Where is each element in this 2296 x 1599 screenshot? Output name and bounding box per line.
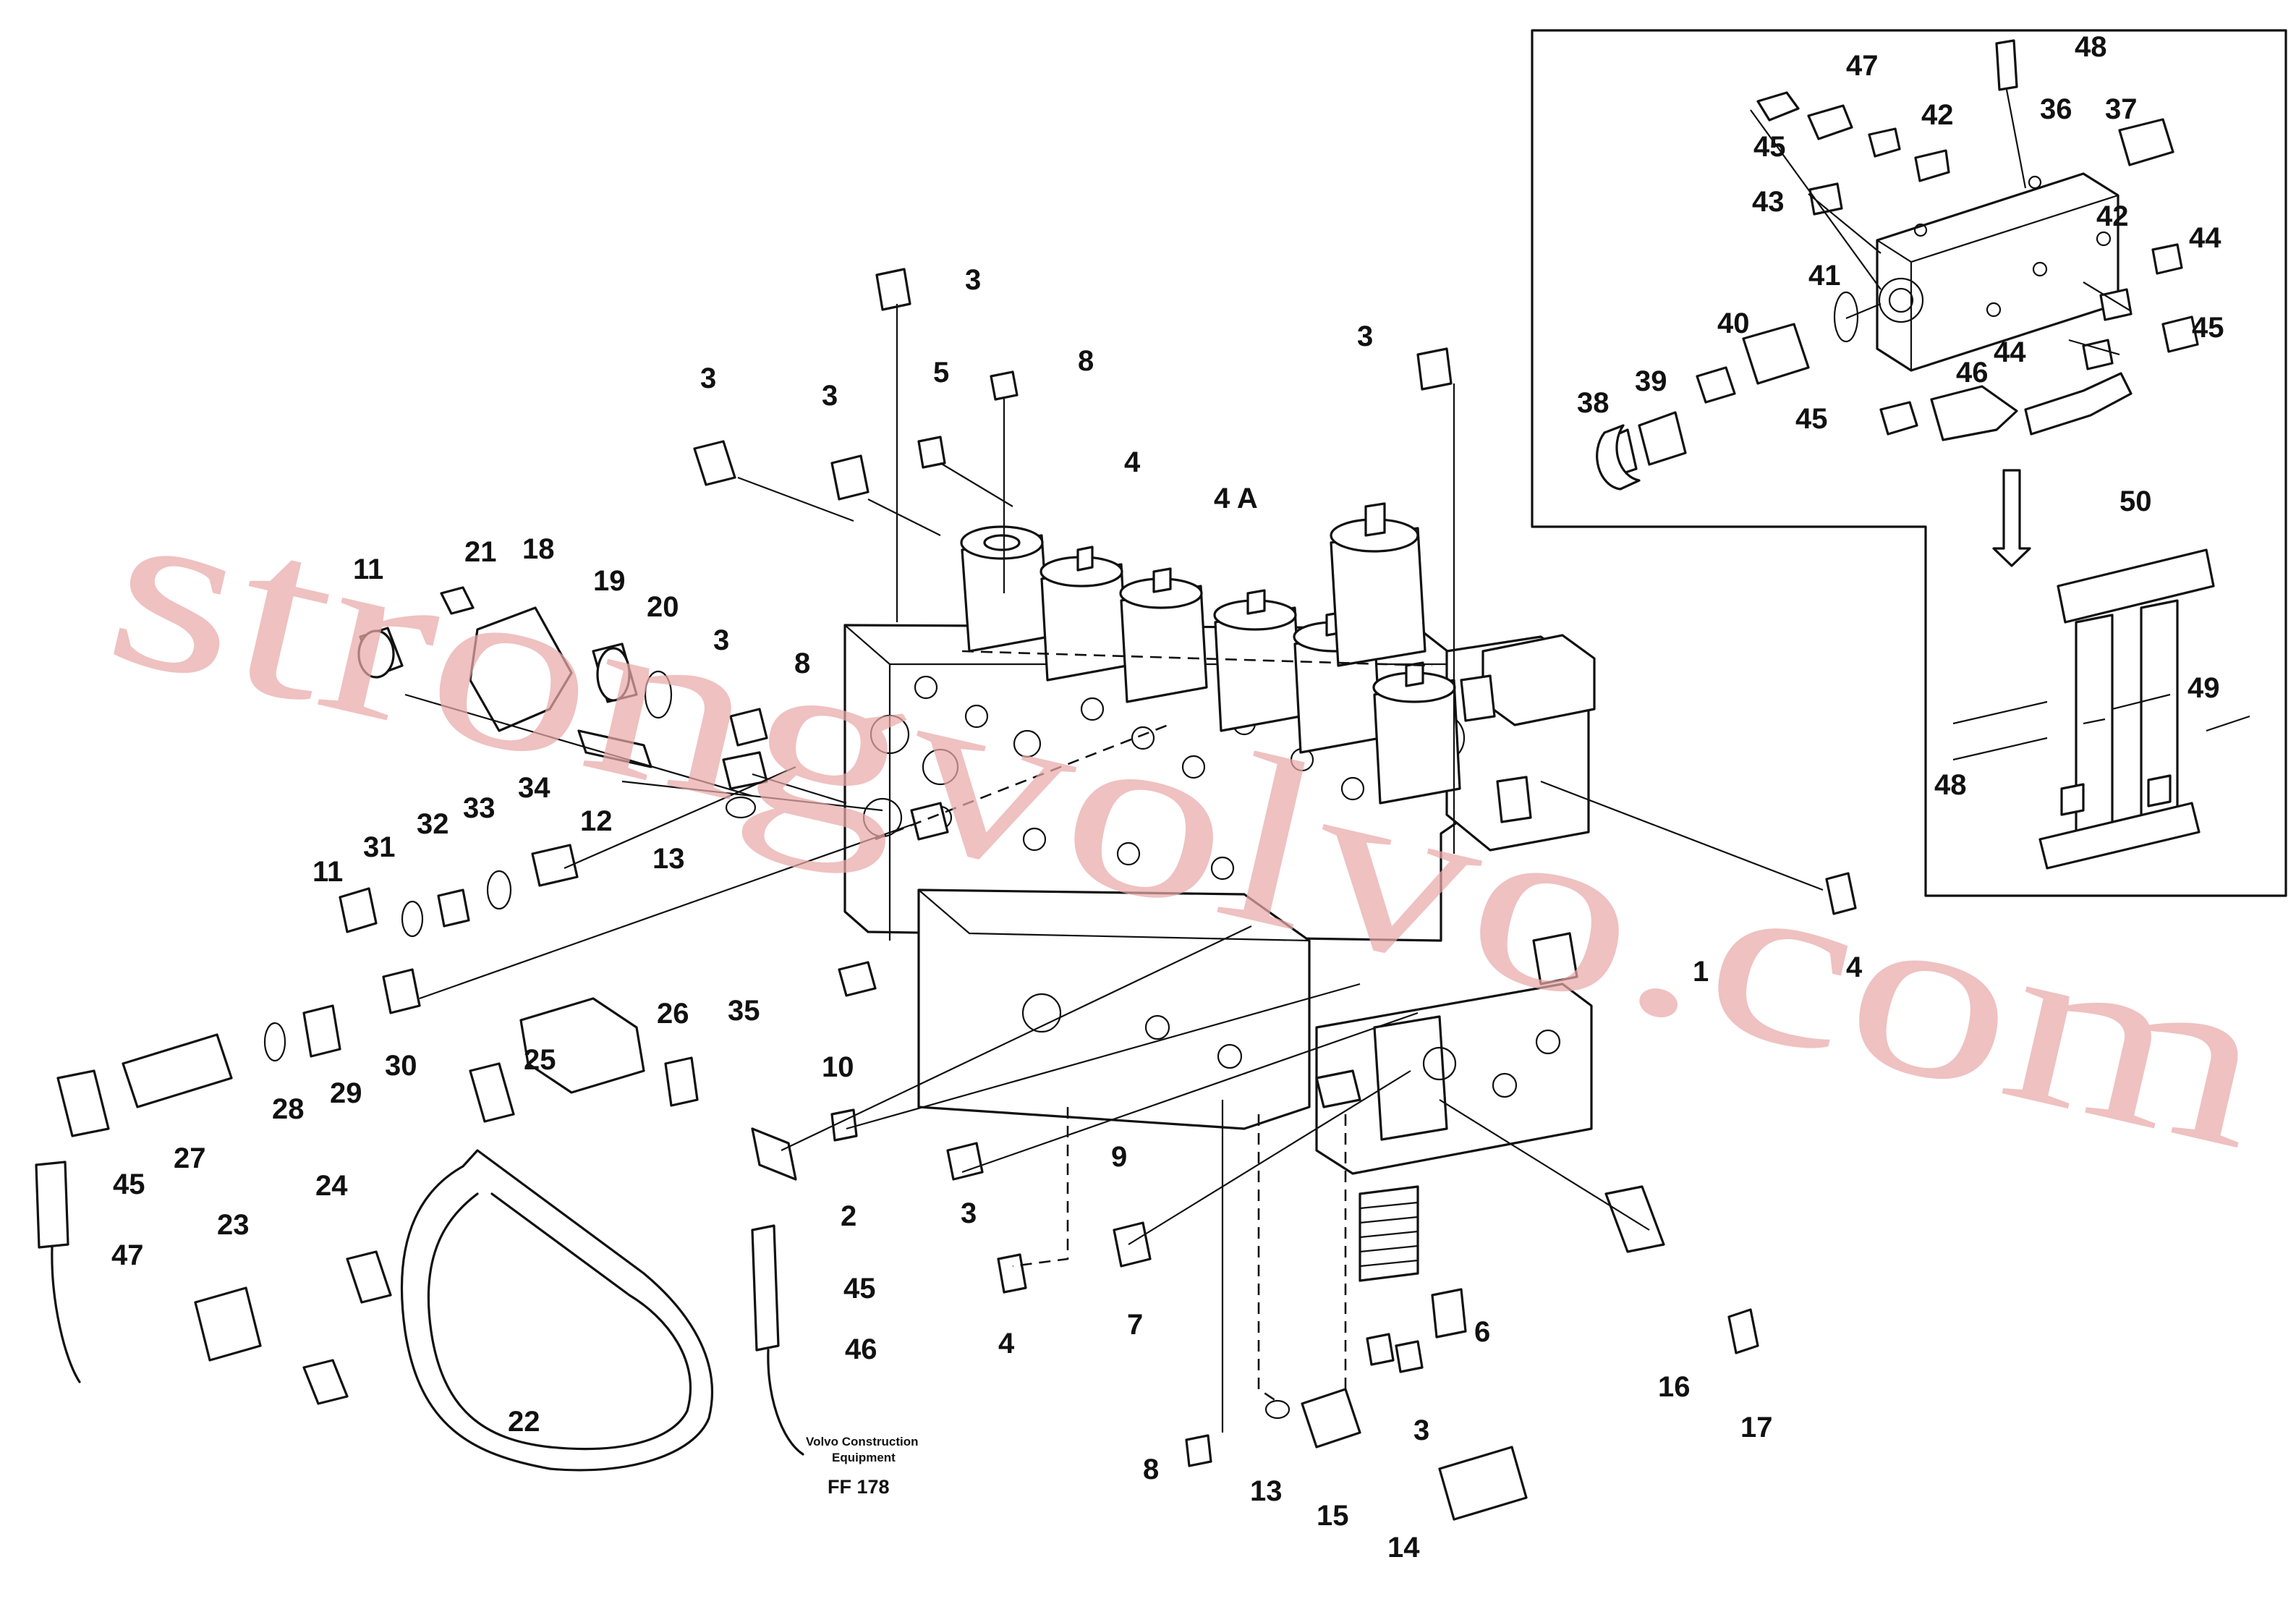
callout-30: 30 [385, 1050, 417, 1082]
callout-37: 37 [2105, 93, 2138, 125]
hose-curve-left [51, 1246, 81, 1383]
callout-15: 15 [1317, 1500, 1349, 1532]
callout-42: 42 [1921, 99, 1954, 131]
callout-18: 18 [522, 533, 555, 565]
inset-fittings [1596, 39, 2199, 491]
callout-3: 3 [961, 1197, 977, 1229]
callout-45: 45 [2192, 312, 2224, 344]
hose-curve-mid [767, 1349, 804, 1456]
callout-33: 33 [463, 792, 496, 824]
callout-27: 27 [174, 1142, 206, 1174]
callout-3: 3 [965, 264, 981, 296]
inset-leader-lines [1750, 89, 2132, 356]
callout-11: 11 [312, 856, 343, 888]
callout-45: 45 [113, 1168, 145, 1200]
callout-28: 28 [272, 1093, 305, 1125]
callout-44: 44 [1994, 336, 2026, 368]
callout-38: 38 [1577, 387, 1610, 419]
callout-35: 35 [728, 995, 760, 1027]
inset-arrow [1992, 469, 2031, 567]
bracket-leader-lines [1952, 700, 2250, 761]
callout-1: 1 [1693, 956, 1709, 988]
callout-21: 21 [464, 536, 497, 568]
callout-26: 26 [657, 998, 689, 1030]
callout-4A: 4 A [1214, 483, 1258, 514]
callout-45: 45 [843, 1273, 876, 1305]
callout-4: 4 [1846, 951, 1863, 983]
callout-39: 39 [1635, 365, 1667, 397]
leader-lines [404, 304, 1824, 1433]
callout-45: 45 [1795, 403, 1828, 435]
callout-3: 3 [1413, 1414, 1429, 1446]
right-parts [693, 268, 1857, 1521]
callout-labels: 1 2 3 3 3 3 3 3 3 4 4 4 4 A 5 6 7 8 8 8 … [111, 31, 2224, 1564]
callout-6: 6 [1474, 1316, 1490, 1348]
callout-25: 25 [524, 1044, 556, 1076]
callout-3: 3 [822, 380, 838, 412]
callout-29: 29 [330, 1077, 362, 1109]
left-assembly [35, 586, 877, 1405]
callout-40: 40 [1717, 308, 1750, 339]
valve-cartridges [960, 502, 1578, 985]
callout-20: 20 [647, 591, 679, 623]
publisher-line-2: Equipment [832, 1451, 896, 1464]
callout-46: 46 [845, 1333, 877, 1365]
callout-14: 14 [1387, 1532, 1420, 1564]
callout-17: 17 [1740, 1412, 1773, 1443]
figure-code: FF 178 [828, 1476, 890, 1498]
callout-8: 8 [1143, 1454, 1159, 1485]
callout-10: 10 [822, 1051, 854, 1083]
dashed-paths [875, 650, 1433, 1405]
callout-19: 19 [593, 565, 626, 597]
callout-41: 41 [1808, 260, 1841, 292]
figure-caption: Volvo Construction Equipment FF 178 [806, 1435, 919, 1498]
callout-24: 24 [315, 1170, 348, 1202]
callout-31: 31 [363, 831, 396, 863]
callout-3: 3 [713, 624, 729, 656]
callout-8: 8 [1078, 345, 1094, 377]
callout-4: 4 [1124, 446, 1141, 478]
callout-43: 43 [1752, 186, 1785, 218]
callout-36: 36 [2040, 93, 2072, 125]
callout-44: 44 [2189, 222, 2221, 254]
callout-22: 22 [508, 1406, 540, 1438]
pipe-22-inner [427, 1192, 692, 1451]
callout-7: 7 [1127, 1309, 1143, 1341]
callout-49: 49 [2187, 672, 2220, 704]
callout-16: 16 [1658, 1371, 1691, 1403]
inset-frame [1531, 29, 2287, 897]
callout-32: 32 [417, 808, 449, 840]
pipe-22 [400, 1149, 713, 1472]
callout-3: 3 [700, 362, 716, 394]
callout-42: 42 [2096, 200, 2129, 232]
callout-11: 11 [353, 554, 383, 585]
callout-13: 13 [1250, 1475, 1283, 1507]
callout-13: 13 [652, 843, 685, 875]
callout-50: 50 [2119, 485, 2152, 517]
callout-8: 8 [794, 648, 810, 679]
callout-45: 45 [1753, 131, 1786, 163]
bracket-50 [2038, 548, 2215, 870]
callout-3: 3 [1357, 321, 1373, 352]
callout-2: 2 [841, 1200, 856, 1232]
publisher-line-1: Volvo Construction [806, 1435, 919, 1449]
callout-34: 34 [518, 772, 550, 804]
callout-5: 5 [933, 357, 949, 389]
callout-48: 48 [1934, 769, 1967, 801]
callout-9: 9 [1111, 1141, 1127, 1173]
callout-12: 12 [580, 805, 613, 837]
callout-48: 48 [2075, 31, 2107, 63]
callout-47: 47 [1846, 50, 1879, 82]
callout-46: 46 [1956, 357, 1989, 389]
callout-4: 4 [998, 1328, 1015, 1360]
callout-47: 47 [111, 1239, 144, 1271]
callout-23: 23 [217, 1209, 250, 1241]
